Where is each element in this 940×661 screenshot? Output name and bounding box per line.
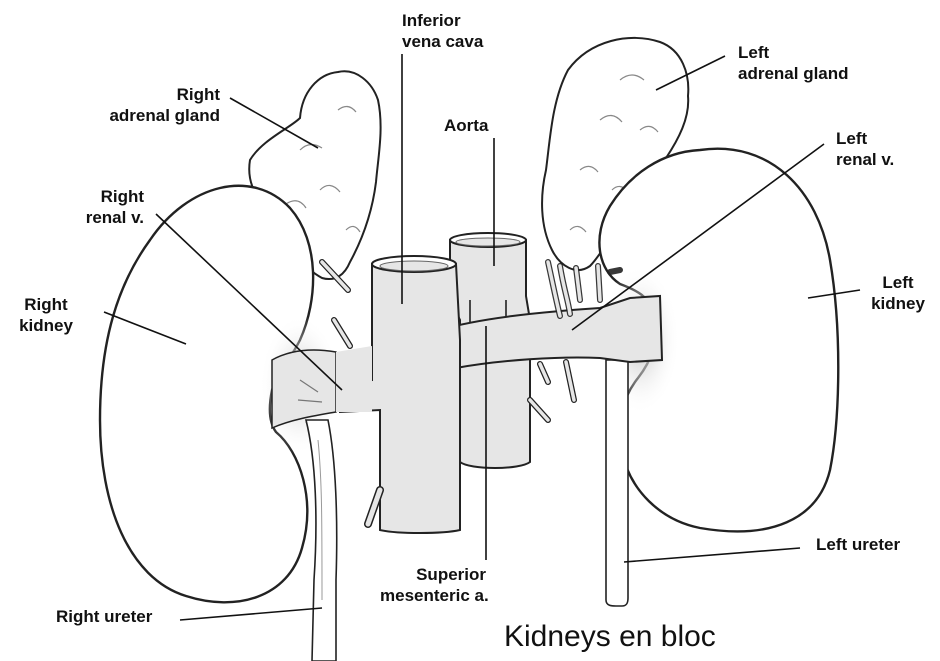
label-right-adrenal-line1: Right: [84, 84, 220, 105]
label-left-adrenal-line2: adrenal gland: [738, 63, 849, 84]
right-ureter: [306, 420, 337, 661]
label-left-renal-v: Left renal v.: [836, 128, 894, 170]
label-right-kidney-line2: kidney: [14, 315, 78, 336]
label-sma-line2: mesenteric a.: [380, 585, 486, 606]
label-aorta: Aorta: [444, 115, 488, 136]
label-right-renal-v-line2: renal v.: [60, 207, 144, 228]
label-right-renal-v-line1: Right: [60, 186, 144, 207]
label-left-kidney: Left kidney: [862, 272, 934, 314]
label-left-kidney-line1: Left: [862, 272, 934, 293]
label-right-kidney-line1: Right: [14, 294, 78, 315]
label-right-kidney: Right kidney: [14, 294, 78, 336]
label-left-ureter: Left ureter: [816, 534, 900, 555]
leader-right-ureter: [180, 608, 322, 620]
label-left-kidney-line2: kidney: [862, 293, 934, 314]
label-right-renal-v: Right renal v.: [60, 186, 144, 228]
label-sma-line1: Superior: [380, 564, 486, 585]
diagram-title: Kidneys en bloc: [504, 620, 716, 654]
label-left-adrenal-gland: Left adrenal gland: [738, 42, 849, 84]
label-left-renal-v-line2: renal v.: [836, 149, 894, 170]
label-right-ureter: Right ureter: [56, 606, 152, 627]
label-inferior-vena-cava: Inferior vena cava: [402, 10, 483, 52]
label-right-adrenal-gland: Right adrenal gland: [84, 84, 220, 126]
label-left-renal-v-line1: Left: [836, 128, 894, 149]
leader-left-ureter: [624, 548, 800, 562]
label-right-adrenal-line2: adrenal gland: [84, 105, 220, 126]
label-left-adrenal-line1: Left: [738, 42, 849, 63]
label-superior-mesenteric-a: Superior mesenteric a.: [380, 564, 486, 606]
label-ivc-line2: vena cava: [402, 31, 483, 52]
label-ivc-line1: Inferior: [402, 10, 483, 31]
left-ureter: [606, 360, 628, 606]
